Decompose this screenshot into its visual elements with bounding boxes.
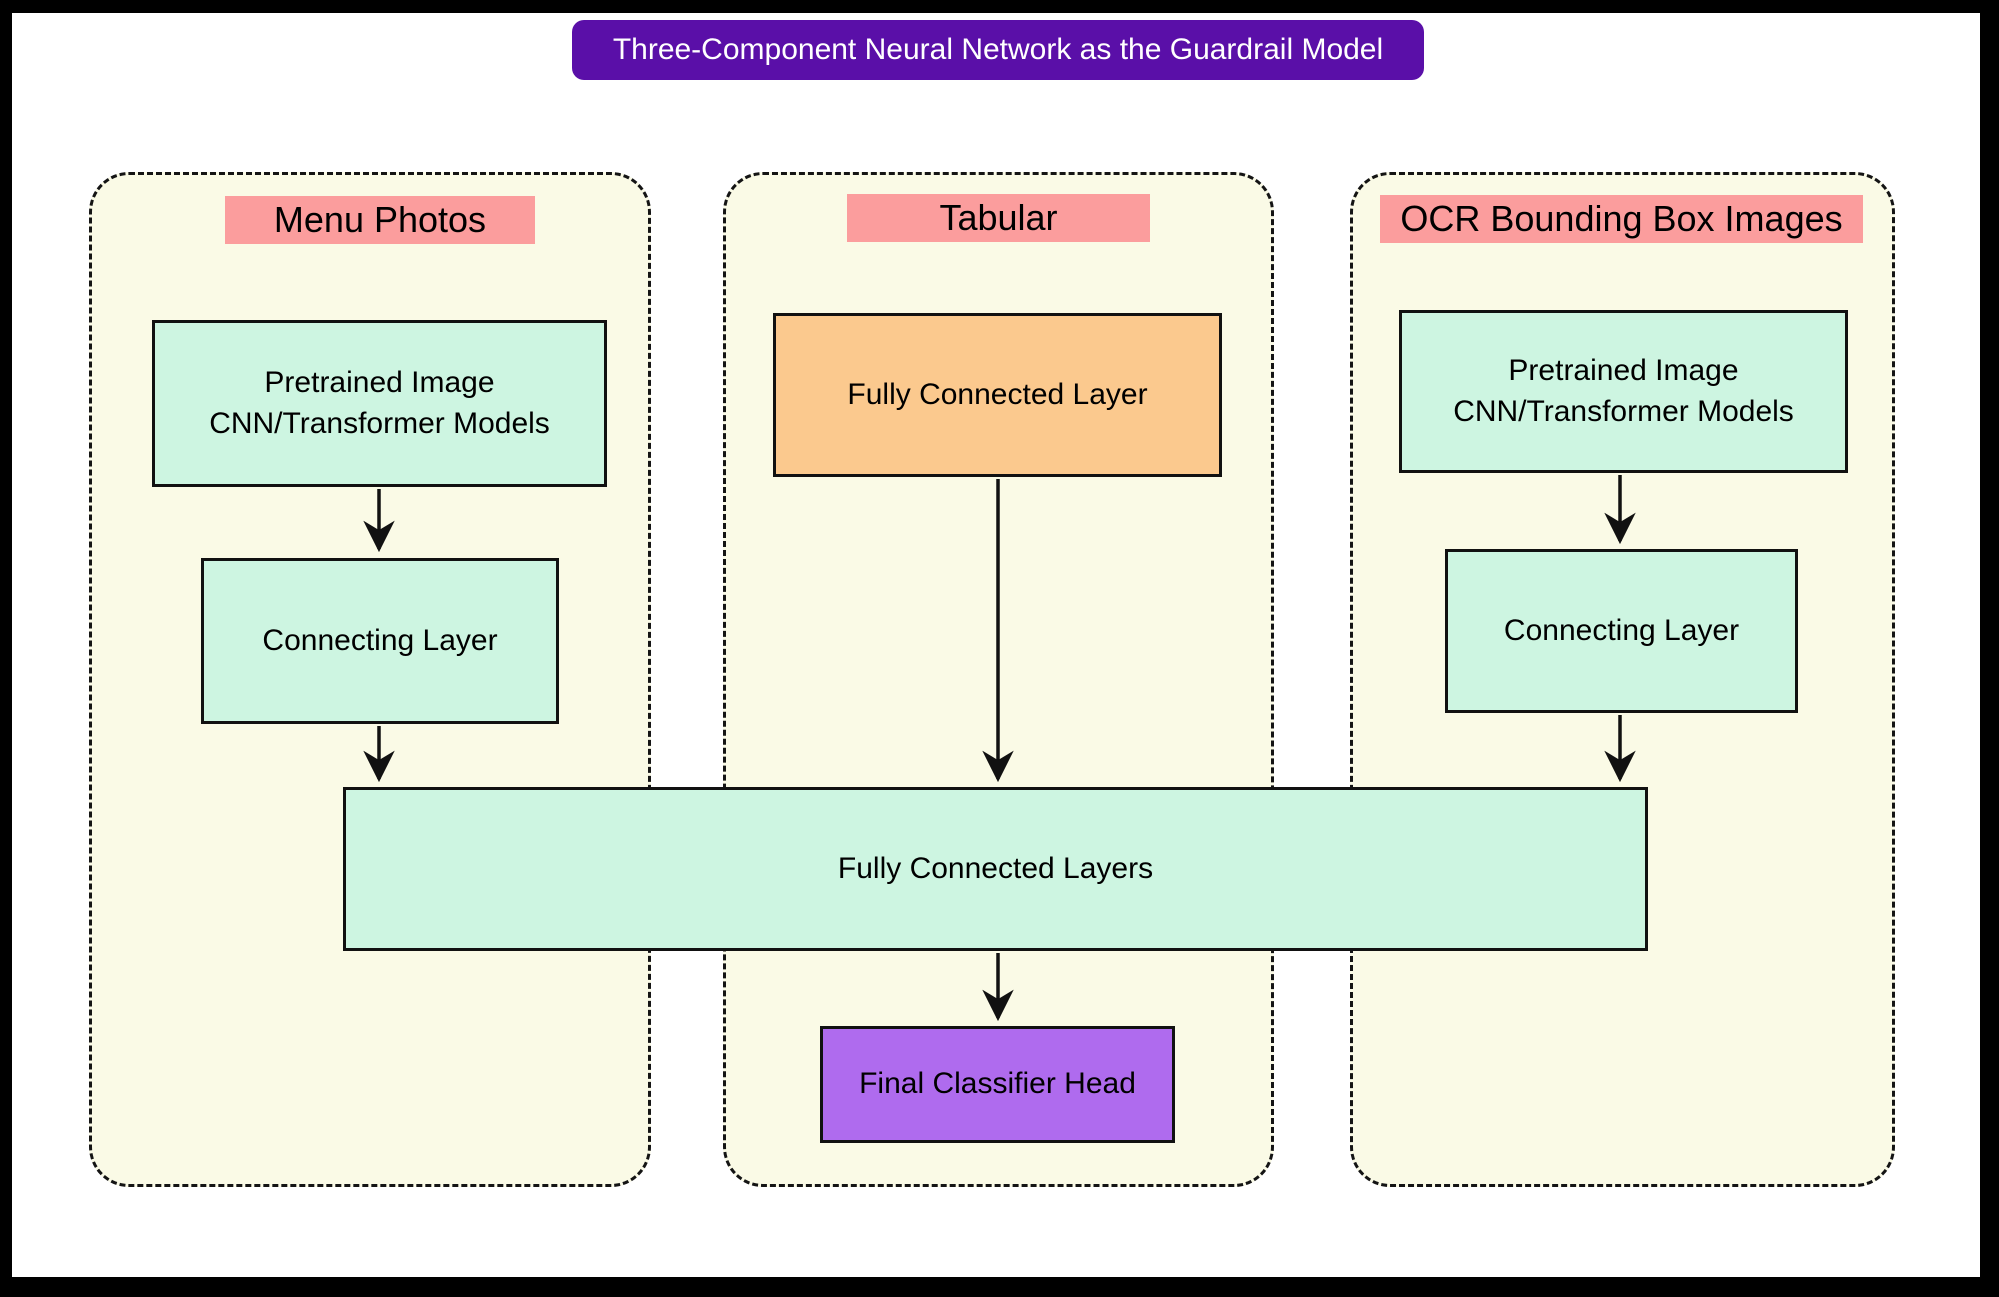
diagram-title: Three-Component Neural Network as the Gu… bbox=[572, 20, 1424, 80]
node-menu-pretrained-image-models: Pretrained Image CNN/Transformer Models bbox=[152, 320, 607, 487]
node-menu-connecting-layer: Connecting Layer bbox=[201, 558, 559, 724]
panel-header-tabular: Tabular bbox=[847, 194, 1150, 242]
panel-header-ocr-bounding-box-images: OCR Bounding Box Images bbox=[1380, 195, 1863, 243]
panel-header-menu-photos: Menu Photos bbox=[225, 196, 535, 244]
node-tabular-fully-connected-layer: Fully Connected Layer bbox=[773, 313, 1222, 477]
node-fully-connected-layers: Fully Connected Layers bbox=[343, 787, 1648, 951]
node-ocr-connecting-layer: Connecting Layer bbox=[1445, 549, 1798, 713]
node-final-classifier-head: Final Classifier Head bbox=[820, 1026, 1175, 1143]
node-ocr-pretrained-image-models: Pretrained Image CNN/Transformer Models bbox=[1399, 310, 1848, 473]
